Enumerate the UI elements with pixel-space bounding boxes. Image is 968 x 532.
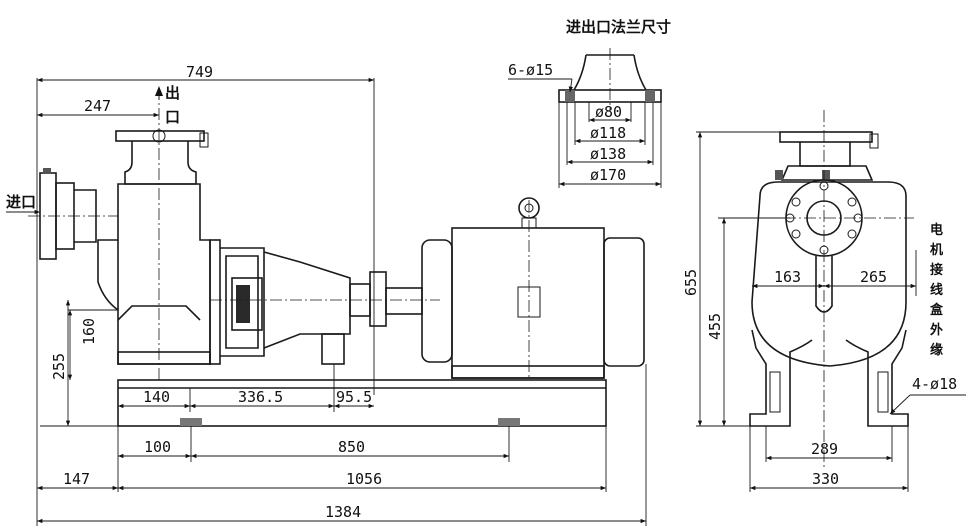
end-leg-slot-right <box>877 371 889 413</box>
dim-247: 247 <box>84 97 111 115</box>
motor-box-char: 电 <box>930 222 943 238</box>
leader-arrow <box>568 78 573 93</box>
dim-655: 655 <box>682 269 700 296</box>
outlet-flange <box>115 130 205 142</box>
casing-foot <box>117 305 201 321</box>
end-casing <box>751 181 907 367</box>
motor-box-char: 盒 <box>930 302 944 318</box>
dim-455: 455 <box>706 313 724 340</box>
motor-foot <box>451 365 605 379</box>
bolt-hole-right <box>645 90 655 102</box>
casing-base <box>117 351 211 365</box>
end-outlet-flange <box>779 131 873 143</box>
dim-255: 255 <box>50 353 68 380</box>
dim-160: 160 <box>80 318 98 345</box>
inlet-bolt <box>43 168 51 174</box>
outlet-bolt-hole <box>152 129 166 143</box>
dim-d80: ø80 <box>595 103 622 121</box>
end-outlet-body <box>780 165 874 181</box>
dim-d138: ø138 <box>590 145 626 163</box>
coupling-right <box>385 287 423 315</box>
dim-holes: 4-ø18 <box>912 375 957 393</box>
anchor-bolt-right <box>498 418 520 426</box>
dim-140: 140 <box>143 388 170 406</box>
end-drain <box>815 256 833 313</box>
end-outlet-neck <box>799 142 851 167</box>
seal-box <box>231 277 263 331</box>
dim-100: 100 <box>144 438 171 456</box>
outlet-neck <box>124 141 197 185</box>
leader-arrow <box>889 394 911 415</box>
motor-end-cap <box>421 239 453 363</box>
baseplate <box>117 379 607 427</box>
motor-box-char: 缘 <box>930 342 943 358</box>
dim-1056: 1056 <box>346 470 382 488</box>
motor-box-char: 线 <box>930 282 943 298</box>
motor-fan-cover <box>603 237 645 367</box>
end-outlet-bolt <box>869 133 879 149</box>
end-leg-right <box>845 329 909 427</box>
bracket-inner <box>225 255 259 349</box>
outlet-arrow-head <box>155 86 163 96</box>
outlet-label-2: 口 <box>165 108 180 126</box>
dim-265: 265 <box>860 268 887 286</box>
outlet-label-1: 出 <box>165 84 180 102</box>
motor-box-char: 外 <box>929 322 943 338</box>
seal <box>236 285 250 323</box>
lifting-eye-hole <box>524 203 534 213</box>
dim-163: 163 <box>774 268 801 286</box>
end-leg-left <box>749 329 813 427</box>
dim-d170: ø170 <box>590 166 626 184</box>
dim-749: 749 <box>186 63 213 81</box>
dim-95: 95.5 <box>336 388 372 406</box>
end-bolt-right <box>822 170 830 180</box>
dim-1384: 1384 <box>325 503 361 521</box>
motor <box>421 197 645 379</box>
dim-d118: ø118 <box>590 124 626 142</box>
bracket-foot <box>321 333 345 365</box>
motor-box-label: 电 机 接 线 盒 外 缘 <box>929 222 944 358</box>
bracket-flange <box>209 239 221 365</box>
motor-box-char: 机 <box>930 242 943 258</box>
dim-330: 330 <box>812 470 839 488</box>
dim-147: 147 <box>63 470 90 488</box>
flange-detail: 进出口法兰尺寸 6-ø15 ø80 ø118 ø138 ø170 <box>508 18 671 188</box>
end-bolt-left <box>775 170 783 180</box>
lifting-eye-base <box>521 217 537 229</box>
flange-bolt-label: 6-ø15 <box>508 61 553 79</box>
coupling-left <box>369 271 387 327</box>
inlet-label: 进口 <box>6 193 36 211</box>
pump-casing <box>97 183 211 365</box>
bracket-body <box>220 247 265 357</box>
dim-336: 336.5 <box>238 388 283 406</box>
dim-289: 289 <box>811 440 838 458</box>
bolt-hole-left <box>565 90 575 102</box>
flange-title: 进出口法兰尺寸 <box>566 18 671 36</box>
outlet-bolt <box>199 132 209 148</box>
end-leg-slot-left <box>769 371 781 413</box>
dim-850: 850 <box>338 438 365 456</box>
motor-box-char: 接 <box>930 262 943 278</box>
anchor-bolt-left <box>180 418 202 426</box>
motor-body <box>451 227 605 379</box>
end-view: 163 265 电 机 接 线 盒 外 缘 655 455 4-ø18 <box>682 110 966 492</box>
side-view: 749 247 出 口 进口 <box>6 63 647 526</box>
